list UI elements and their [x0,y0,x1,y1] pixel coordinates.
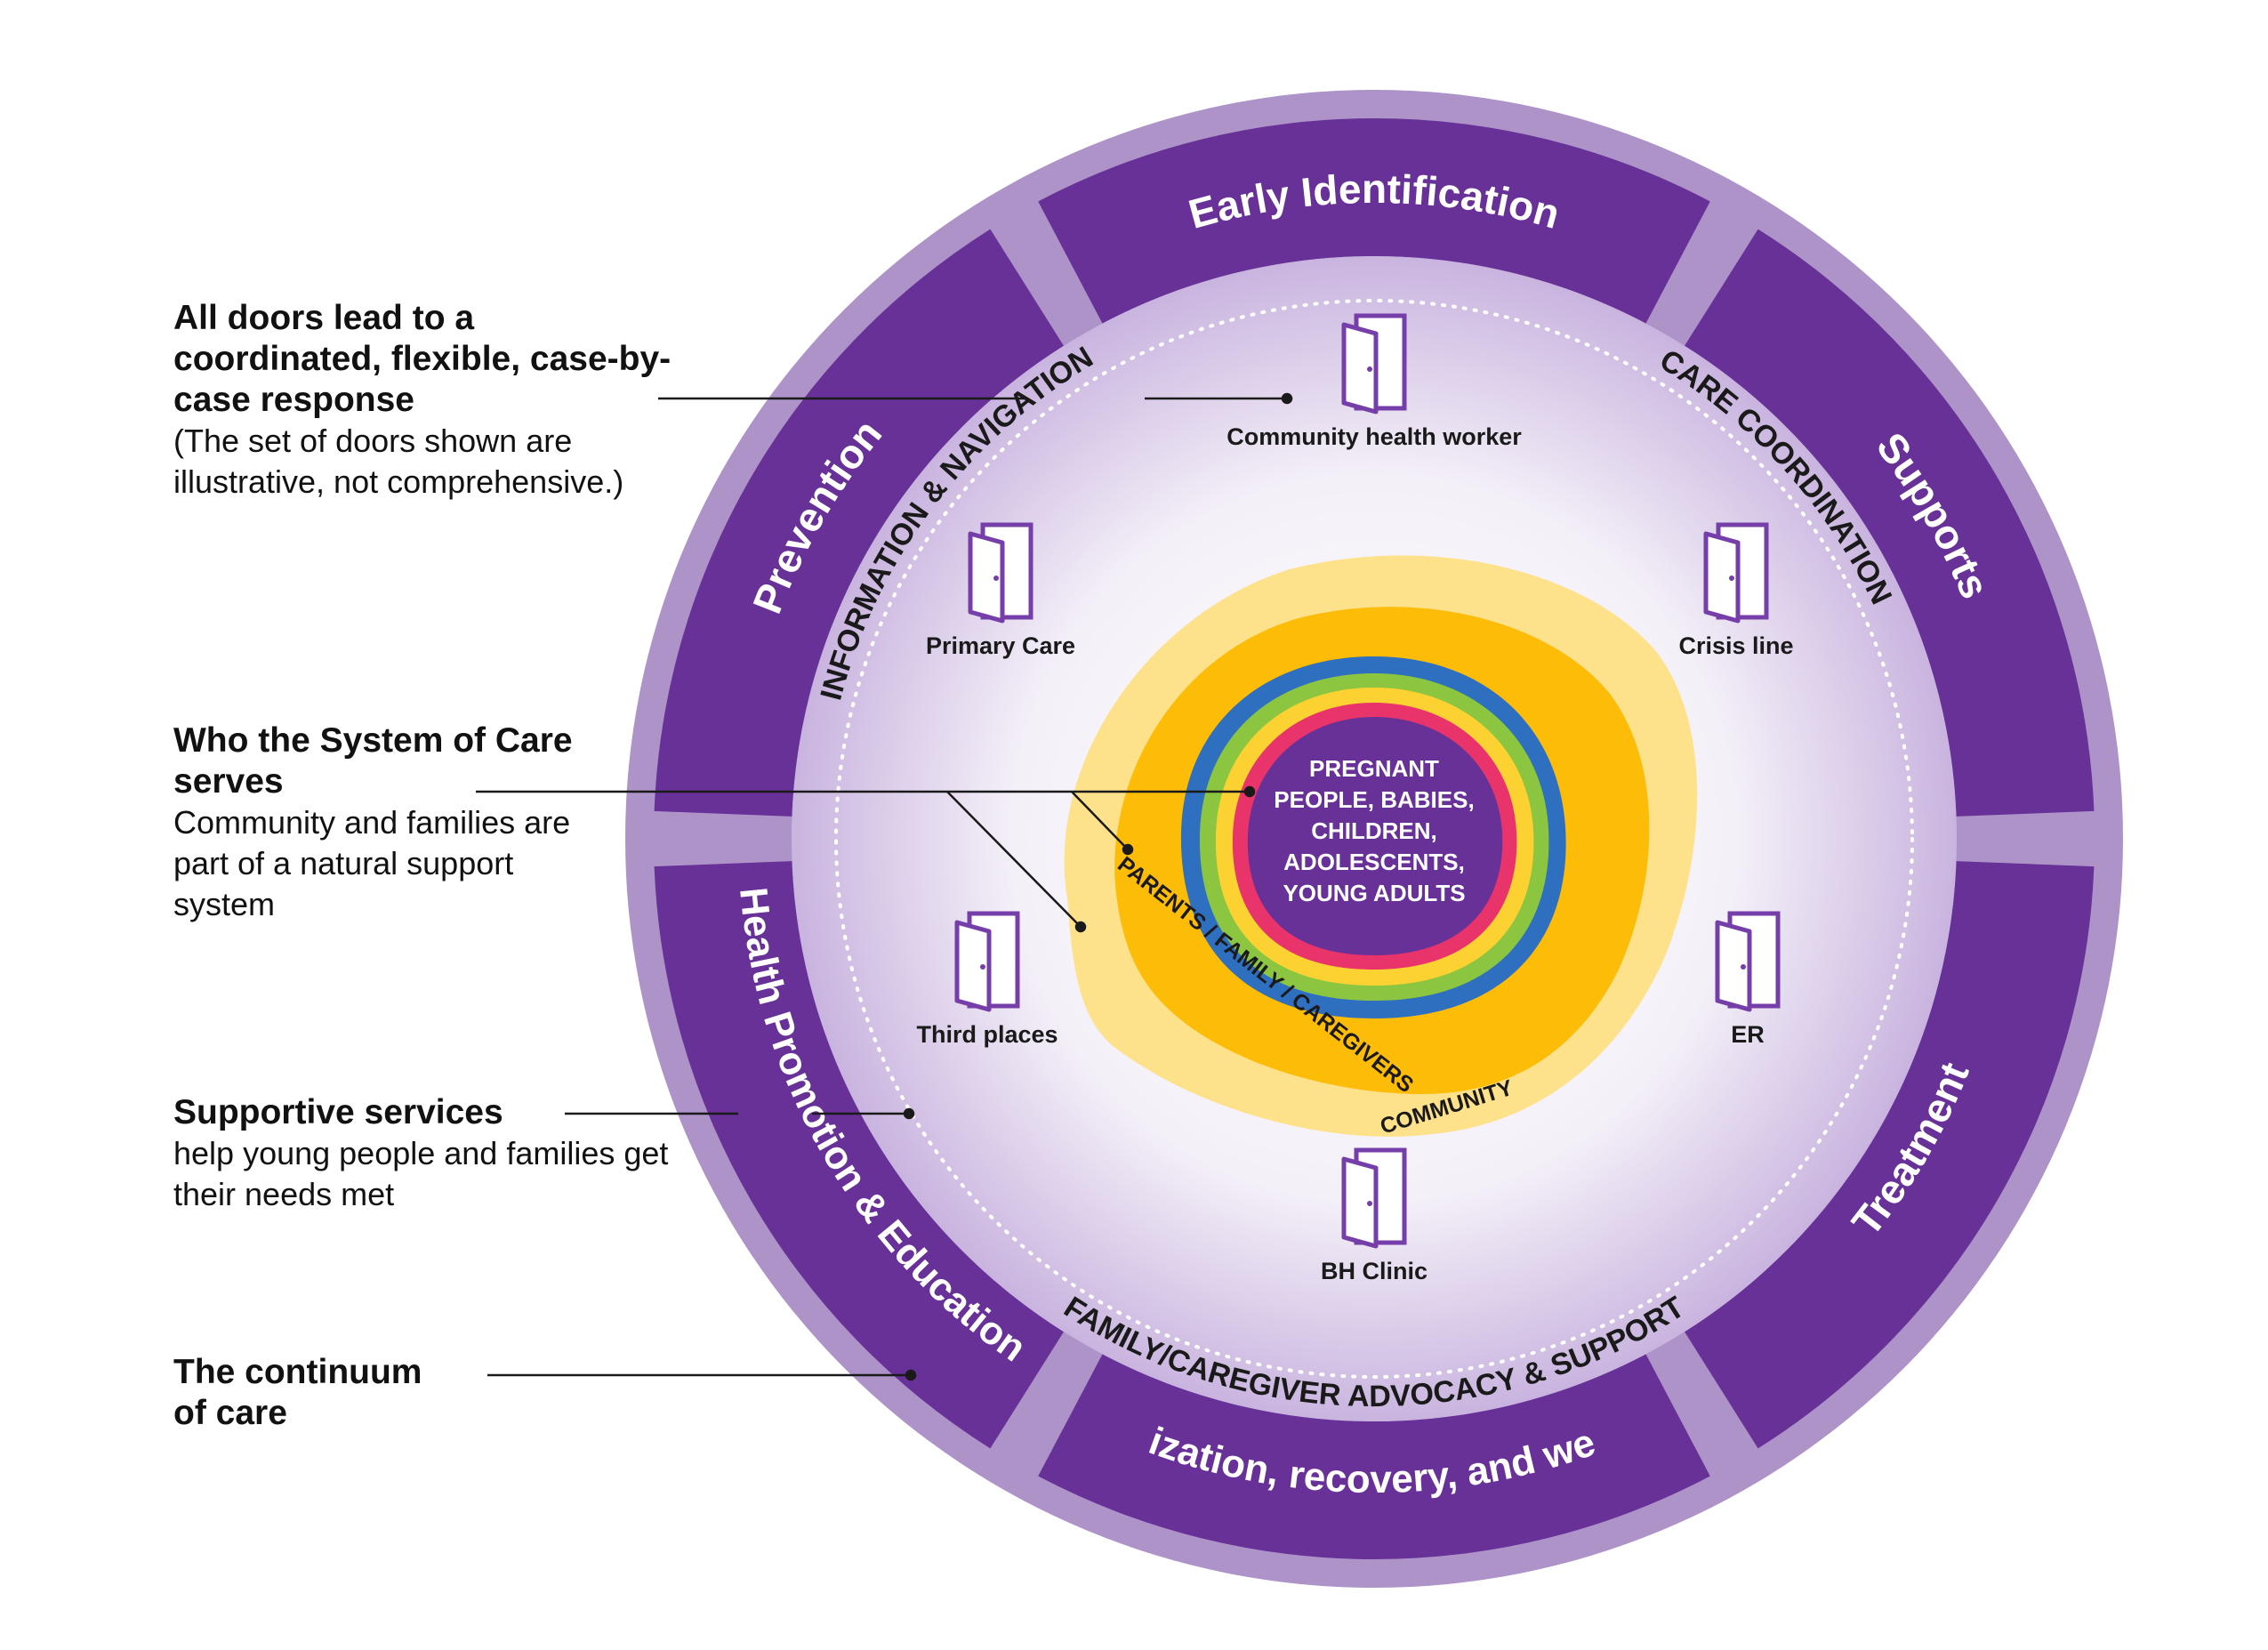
center-line-4: ADOLESCENTS, [1283,849,1465,875]
callout-continuum: The continuum of care [173,1352,458,1434]
dotted-boundary [834,299,1914,1379]
door-label-crisis-line: Crisis line [1678,632,1793,659]
callout-supportive-services-desc: help young people and families get their… [173,1135,669,1212]
callout-doors-title: All doors lead to a coordinated, flexibl… [173,299,672,419]
segment-early-identification [1038,118,1710,324]
leader-continuum-dot [905,1369,917,1381]
callout-continuum-title: The continuum of care [173,1353,422,1432]
segment-stabilization [1038,1354,1710,1559]
leader-lines [476,392,1293,1381]
callout-doors-desc: (The set of doors shown are illustrative… [173,423,624,500]
leader-served-dot-family [1122,843,1134,856]
door-label-bh-clinic: BH Clinic [1321,1258,1428,1284]
door-icon-er [1715,911,1781,1012]
door-label-third-places: Third places [916,1021,1058,1048]
door-icon-community-health-worker [1341,313,1407,415]
leader-served-dot-core [1243,785,1256,798]
segment-treatment [1685,861,2095,1449]
door-label-community-health-worker: Community health worker [1226,423,1522,450]
center-line-1: PREGNANT [1309,755,1439,782]
callout-supportive-services: Supportive services help young people an… [173,1092,672,1215]
door-icon-crisis-line [1703,522,1769,624]
door-icon-third-places [954,911,1020,1012]
center-line-5: YOUNG ADULTS [1283,880,1465,906]
segment-health-promotion [654,861,1064,1449]
segment-prevention [654,229,1064,817]
callout-who-served: Who the System of Care serves Community … [173,720,574,925]
center-line-3: CHILDREN, [1311,817,1437,844]
door-label-er: ER [1731,1021,1765,1048]
callout-supportive-services-title: Supportive services [173,1093,503,1131]
door-icon-primary-care [968,522,1033,624]
door-icon-bh-clinic [1341,1147,1407,1249]
leader-served-family [1071,791,1129,850]
continuum-segments [654,118,2095,1559]
callout-who-served-title: Who the System of Care serves [173,721,573,801]
center-label: PREGNANT PEOPLE, BABIES, CHILDREN, ADOLE… [1274,755,1474,906]
leader-served-community [946,791,1082,928]
center-line-2: PEOPLE, BABIES, [1274,786,1474,813]
callout-who-served-desc: Community and families are part of a nat… [173,804,571,922]
center-core [1247,717,1503,955]
leader-supportive-dot [903,1107,915,1120]
leader-doors-dot [1281,392,1293,405]
segment-supports [1685,229,2095,817]
leader-served-dot-community [1074,921,1087,933]
callout-doors: All doors lead to a coordinated, flexibl… [173,298,672,503]
door-label-primary-care: Primary Care [926,632,1075,659]
